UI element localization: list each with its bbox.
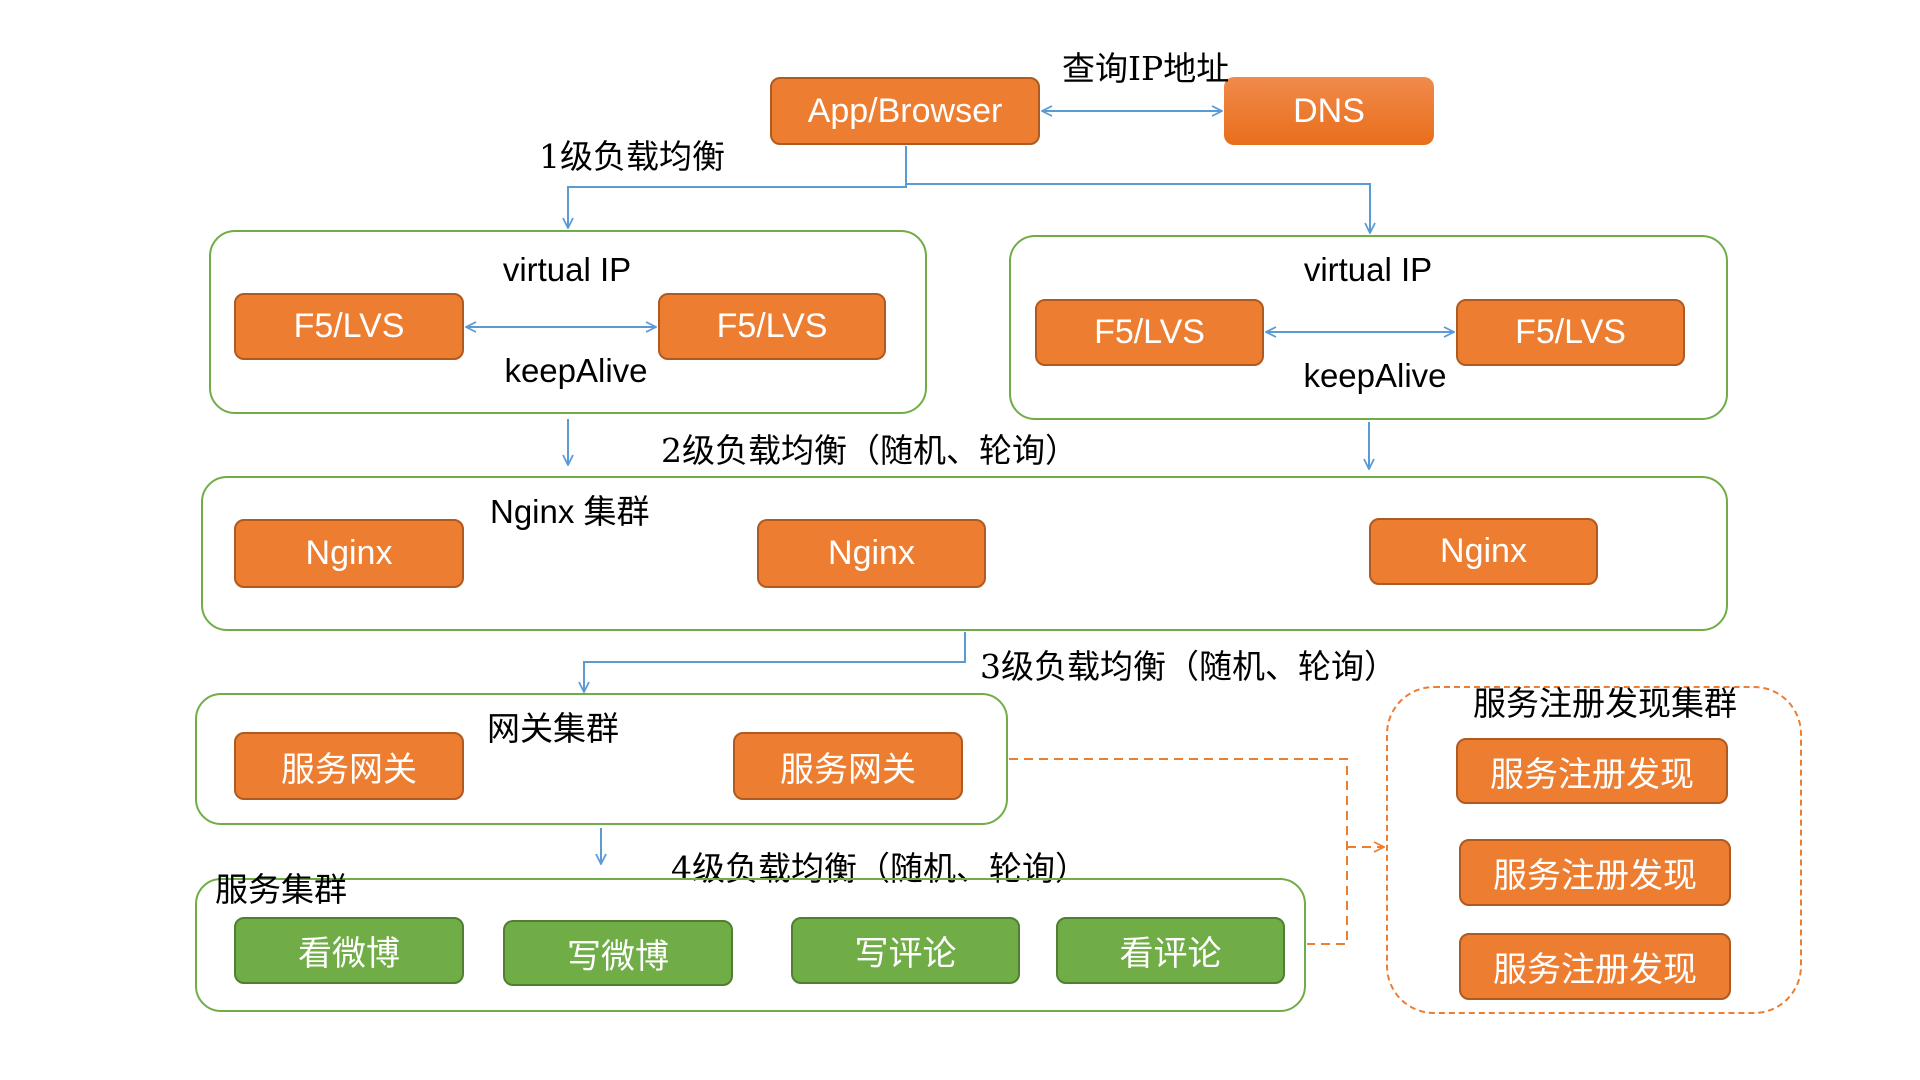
service-gateway-node[interactable]: 服务网关 xyxy=(733,732,963,800)
f5-lvs-node[interactable]: F5/LVS xyxy=(234,293,464,360)
f5-lvs-node[interactable]: F5/LVS xyxy=(1456,299,1685,366)
dns-node[interactable]: DNS xyxy=(1224,77,1434,145)
nginx-node[interactable]: Nginx xyxy=(1369,518,1598,585)
service-gateway-node[interactable]: 服务网关 xyxy=(234,732,464,800)
l1-connector-right xyxy=(906,183,1370,233)
registry-node[interactable]: 服务注册发现 xyxy=(1459,839,1731,906)
gateway-cluster-title: 网关集群 xyxy=(487,709,619,748)
service-node[interactable]: 看评论 xyxy=(1056,917,1285,984)
gateway-cluster xyxy=(195,693,1008,825)
level3-label: 3级负载均衡（随机、轮询） xyxy=(980,647,1397,686)
nginx-node[interactable]: Nginx xyxy=(234,519,464,588)
f5-lvs-node[interactable]: F5/LVS xyxy=(658,293,886,360)
vip-title-right: virtual IP xyxy=(1303,251,1433,288)
vip-title-left: virtual IP xyxy=(502,251,632,288)
nginx-cluster xyxy=(201,476,1728,631)
service-node[interactable]: 写评论 xyxy=(791,917,1020,984)
dns-query-label: 查询IP地址 xyxy=(1062,49,1230,88)
registry-cluster xyxy=(1386,686,1802,1014)
service-cluster xyxy=(195,878,1306,1012)
l3-connector xyxy=(584,632,966,692)
vip-group-right xyxy=(1009,235,1728,420)
level1-label: 1级负载均衡 xyxy=(539,137,725,176)
registry-node[interactable]: 服务注册发现 xyxy=(1456,738,1728,804)
level2-label: 2级负载均衡（随机、轮询） xyxy=(661,431,1078,470)
service-node[interactable]: 写微博 xyxy=(503,920,733,986)
nginx-node[interactable]: Nginx xyxy=(757,519,986,588)
nginx-cluster-title: Nginx 集群 xyxy=(490,493,650,530)
registry-node[interactable]: 服务注册发现 xyxy=(1459,933,1731,1000)
f5-lvs-node[interactable]: F5/LVS xyxy=(1035,299,1264,366)
service-cluster-title: 服务集群 xyxy=(215,870,347,909)
vip-group-left xyxy=(209,230,927,414)
registry-cluster-title: 服务注册发现集群 xyxy=(1473,684,1737,723)
service-node[interactable]: 看微博 xyxy=(234,917,464,984)
app-browser-node[interactable]: App/Browser xyxy=(770,77,1040,145)
keepalive-label-left: keepAlive xyxy=(504,352,648,389)
keepalive-label-right: keepAlive xyxy=(1303,357,1447,394)
